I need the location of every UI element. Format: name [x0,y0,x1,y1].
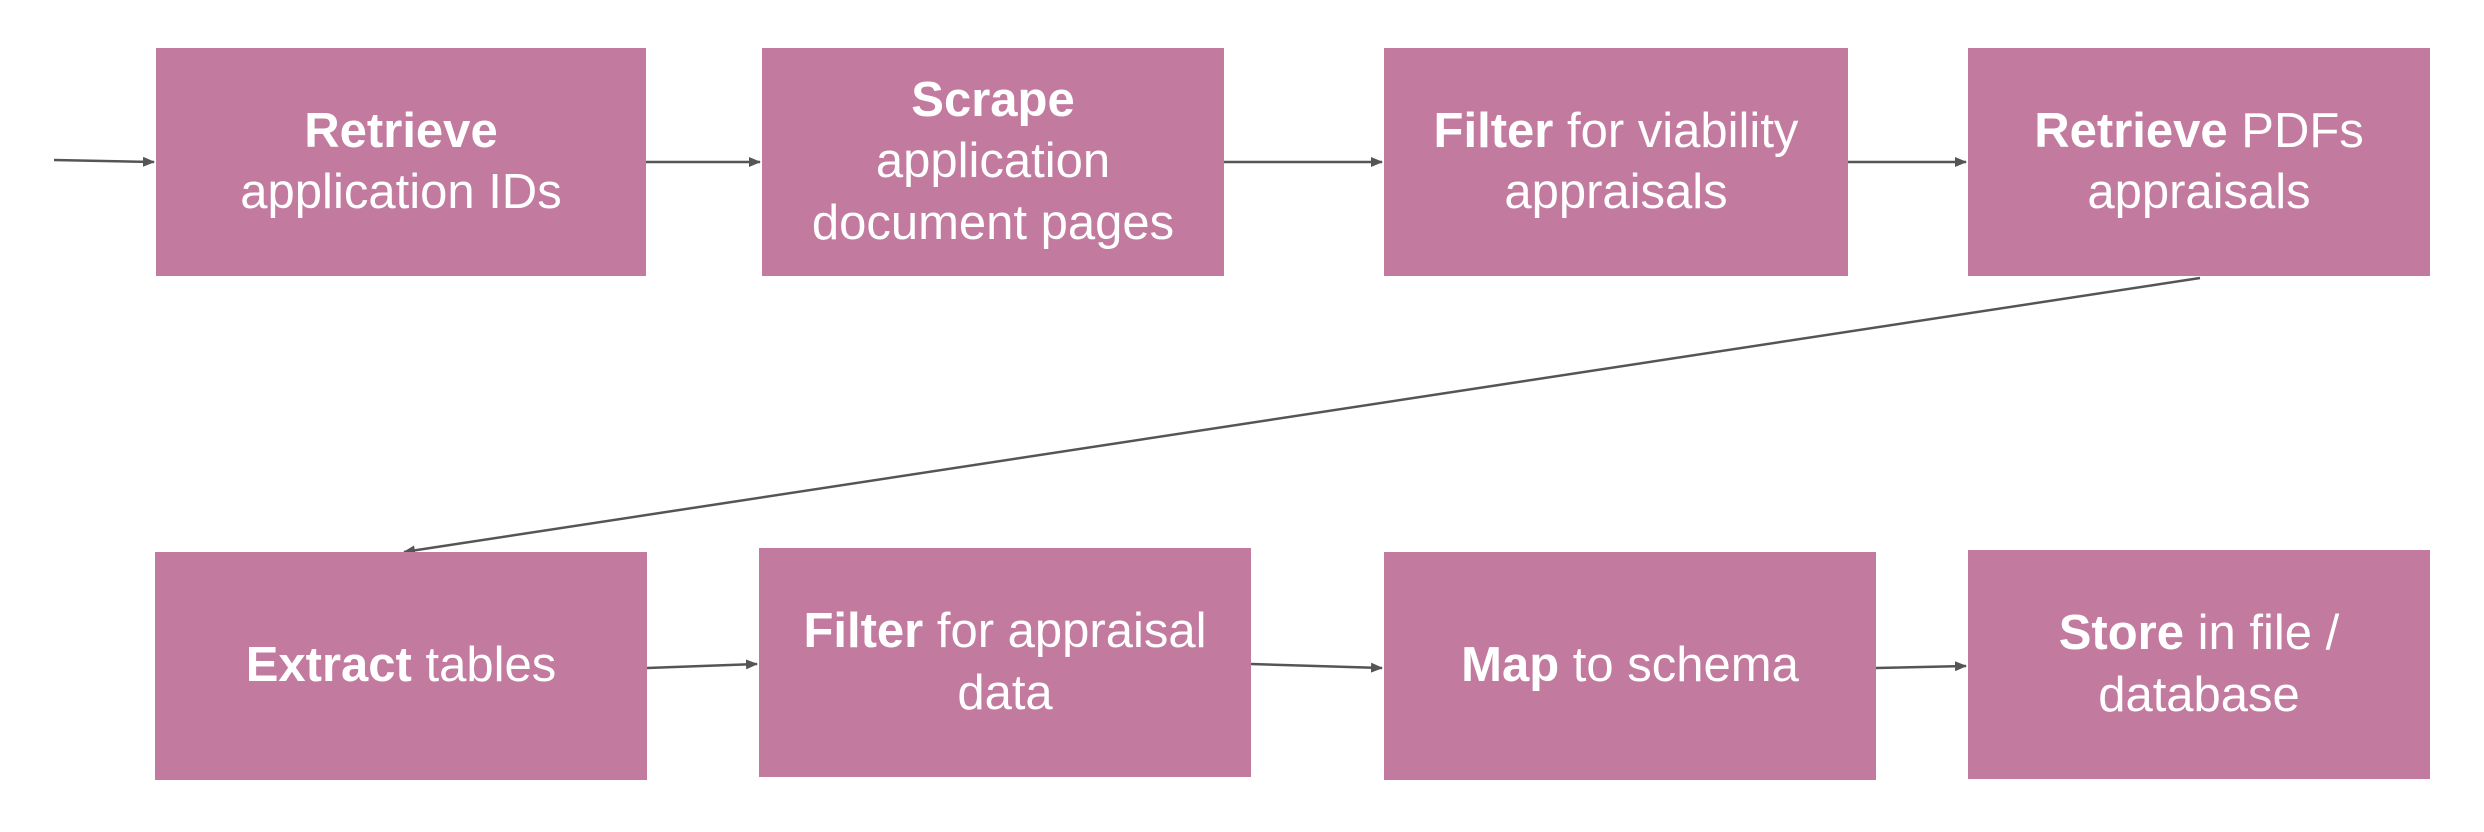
step-filter-viability-rest: for viability appraisals [1504,103,1799,219]
step-scrape-document-pages: Scrape application document pages [762,48,1224,276]
step-extract-tables: Extract tables [155,552,647,780]
step-filter-appraisal-rest: for appraisal data [936,604,1207,720]
step-store-in-file-database: Store in file / database [1968,550,2430,779]
step-filter-viability-appraisals: Filter for viability appraisals [1384,48,1848,276]
step-scrape-rest: application document pages [811,134,1175,250]
step-map-rest: to schema [1572,638,1799,693]
step-retrieve-pdfs-appraisals: Retrieve PDFs appraisals [1968,48,2430,276]
step-retrieve-ids-bold: Retrieve [304,103,498,158]
step-retrieve-pdfs-rest: PDFs appraisals [2087,103,2364,219]
step-extract-rest: tables [425,638,557,693]
step-retrieve-ids-rest: application IDs [240,165,562,219]
step-scrape-bold: Scrape [911,73,1075,128]
step-store-bold: Store [2058,606,2184,661]
step-store-rest: in file / database [2098,606,2340,722]
step-filter-viability-bold: Filter [1433,103,1554,158]
step-map-to-schema: Map to schema [1384,552,1876,780]
step-extract-bold: Extract [245,638,412,693]
arrow-map-schema-to-store-file [1875,661,1967,672]
step-retrieve-application-ids: Retrieve application IDs [156,48,646,276]
arrow-filter-appraisal-to-map-schema [1250,662,1383,673]
arrow-extract-tables-to-filter-appraisal [646,659,758,670]
arrow-retrieve-pdfs-to-extract-tables [403,276,2201,556]
step-filter-appraisal-data: Filter for appraisal data [759,548,1251,777]
step-map-bold: Map [1461,638,1560,693]
arrow-input-to-retrieve-ids [53,156,155,167]
step-retrieve-pdfs-bold: Retrieve [2034,103,2228,158]
step-filter-appraisal-bold: Filter [803,604,924,659]
